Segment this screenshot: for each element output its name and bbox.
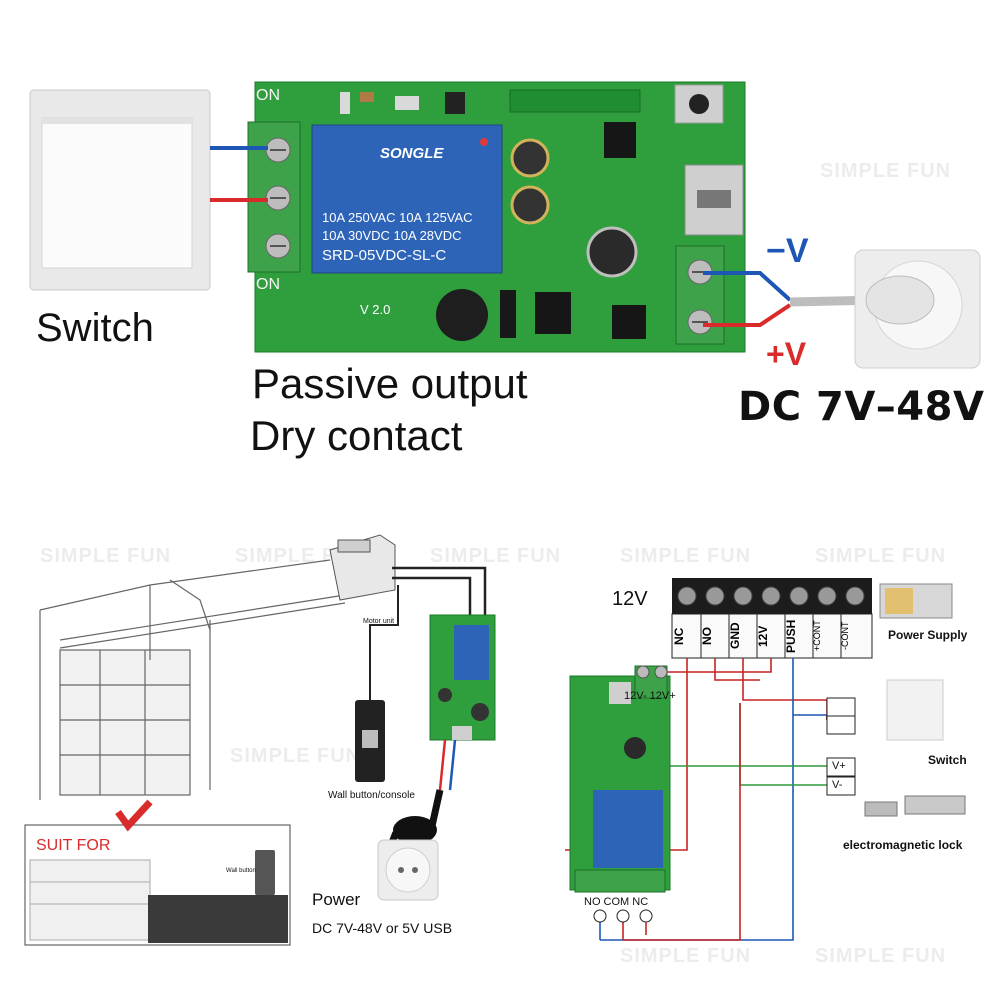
watermark: SIMPLE FUN [815,945,947,967]
motor-wire-1 [392,566,487,615]
terminal-block [671,578,873,659]
relay-pin-label: NO COM NC [584,896,649,908]
power-plug-image [377,789,444,901]
wire-12v [643,658,772,673]
suit-for-panel [24,799,291,946]
power-wire-red [438,739,447,791]
power-spec: DC 7V-48V or 5V USB [312,920,453,936]
power-supply-transformer [885,588,913,614]
vminus-label: V- [832,779,843,791]
terminal-label-no: NO [700,627,714,645]
relay-board-vertical [569,665,671,893]
wall-button-console-label: Wall button/console [328,790,415,801]
terminal-label-row: NC NO GND 12V PUSH +CONT -CONT [672,614,872,658]
wire-gnd-switch [742,658,828,720]
board-input-label: 12V- 12V+ [624,690,676,702]
terminal-on-label-top: ON [256,87,280,104]
watermark: SIMPLE FUN [40,545,172,567]
watermark: SIMPLE FUN [620,545,752,567]
switch-image [886,679,944,741]
power-wire-blue [448,739,457,791]
relay-brand: SONGLE [380,145,444,162]
vminus-box [826,776,856,796]
watermark: SIMPLE FUN [815,545,947,567]
watermark: SIMPLE FUN [820,160,952,182]
power-supply-label: Power Supply [888,628,968,642]
motor-unit-label: Motor unit [363,618,395,625]
terminal-label-plus-cont: +CONT [812,620,822,652]
relay-spec-line1: 10A 250VAC 10A 125VAC [322,210,473,225]
watermark: SIMPLE FUN [430,545,562,567]
garage-door-drawing [39,559,346,800]
garage-diagram [24,534,496,946]
wall-button-image [355,700,385,782]
switch-label: Switch [36,306,154,350]
terminal-label-12v: 12V [756,625,770,647]
output-type-line1: Passive output [252,360,528,407]
wall-button-label: Wall button [226,868,256,874]
terminal-label-push: PUSH [784,619,798,653]
vplus-box [826,757,856,777]
switch-box-bottom [826,715,856,735]
terminal-label-gnd: GND [728,622,742,650]
vplus-label: V+ [832,760,846,772]
power-wire-plus [703,303,792,327]
terminal-label-minus-cont: -CONT [840,621,850,651]
board-version: V 2.0 [360,302,391,317]
supply-voltage-label: 12V [612,588,648,610]
relay-board-image [247,81,746,353]
plus-v-label: +V [766,336,807,372]
wire-no [714,658,760,681]
wire-vplus [644,666,827,767]
power-title: Power [312,890,361,909]
top-diagram [29,81,981,369]
em-lock-part-2 [904,795,966,815]
switch-label-right: Switch [928,753,967,767]
minus-v-label: −V [766,232,809,270]
motor-wire-2 [392,576,472,615]
em-lock-part-1 [864,801,898,817]
wall-socket-image [854,249,981,369]
output-type-line2: Dry contact [250,412,463,459]
relay-model: SRD-05VDC-SL-C [322,247,447,264]
watermark: SIMPLE FUN [230,745,362,767]
terminal-on-label-bottom: ON [256,276,280,293]
wall-switch-image [29,89,211,291]
dc-voltage-range: DC 7V–48V [738,384,985,430]
switch-box-top [826,697,856,717]
wire-com [623,703,741,941]
power-wire-minus [703,271,792,302]
relay-spec-line2: 10A 30VDC 10A 28VDC [322,228,462,243]
wall-button-wire [369,585,399,700]
terminal-label-nc: NC [672,627,686,645]
wiring-diagram [565,578,966,941]
em-lock-label: electromagnetic lock [843,838,963,852]
check-mark-icon [115,799,153,832]
watermark: SIMPLE FUN [620,945,752,967]
motor-unit-image [329,534,396,601]
suit-for-label: SUIT FOR [36,837,111,854]
relay-board-small [429,614,496,741]
